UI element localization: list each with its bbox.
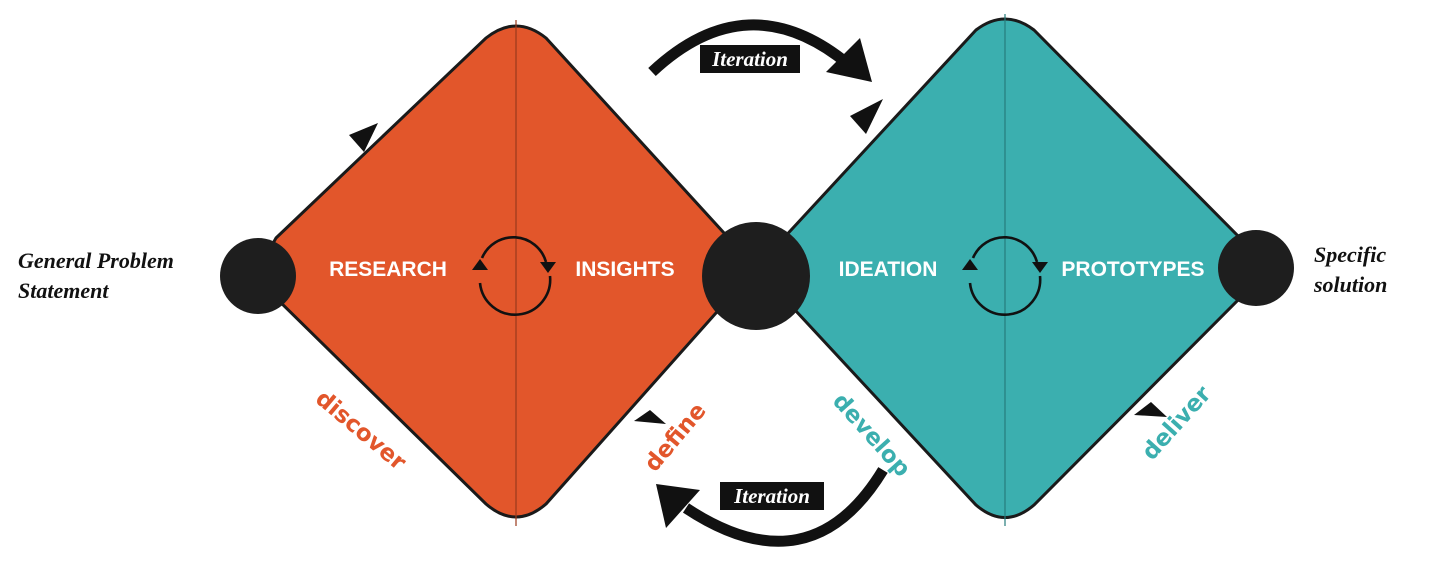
cycle-icon-left <box>472 236 556 316</box>
middle-node <box>702 222 810 330</box>
iteration-arrow-top-head-icon <box>826 38 872 82</box>
phase-define: define <box>640 398 712 477</box>
iteration-arrow-bottom-head-icon <box>656 484 700 528</box>
iteration-bottom-label: Iteration <box>733 484 810 508</box>
stage-research: RESEARCH <box>329 258 447 281</box>
iteration-arrow-bottom: Iteration <box>656 467 888 547</box>
stage-prototypes: PROTOTYPES <box>1061 258 1204 281</box>
stage-insights: INSIGHTS <box>575 258 674 281</box>
end-label: Specific solution <box>1313 242 1392 297</box>
start-label-line-1: General Problem <box>18 248 174 273</box>
arrow-deliver-edge-icon <box>1134 402 1167 417</box>
iteration-top-badge <box>700 45 800 73</box>
phase-deliver: deliver <box>1137 381 1217 466</box>
stage-ideation: IDEATION <box>839 258 938 281</box>
start-node <box>220 238 296 314</box>
iteration-arrow-top: Iteration <box>648 19 872 82</box>
arrow-define-edge-icon <box>634 410 666 424</box>
iteration-top-label: Iteration <box>711 47 788 71</box>
arrow-develop-edge-icon <box>850 99 883 134</box>
start-label: General Problem Statement <box>18 248 179 303</box>
arrow-discover-edge-icon <box>349 123 378 152</box>
start-label-line-2: Statement <box>18 278 109 303</box>
end-label-line-2: solution <box>1313 272 1387 297</box>
cycle-icon-right <box>962 236 1048 316</box>
iteration-bottom-badge <box>720 482 824 510</box>
end-label-line-1: Specific <box>1314 242 1386 267</box>
end-node <box>1218 230 1294 306</box>
